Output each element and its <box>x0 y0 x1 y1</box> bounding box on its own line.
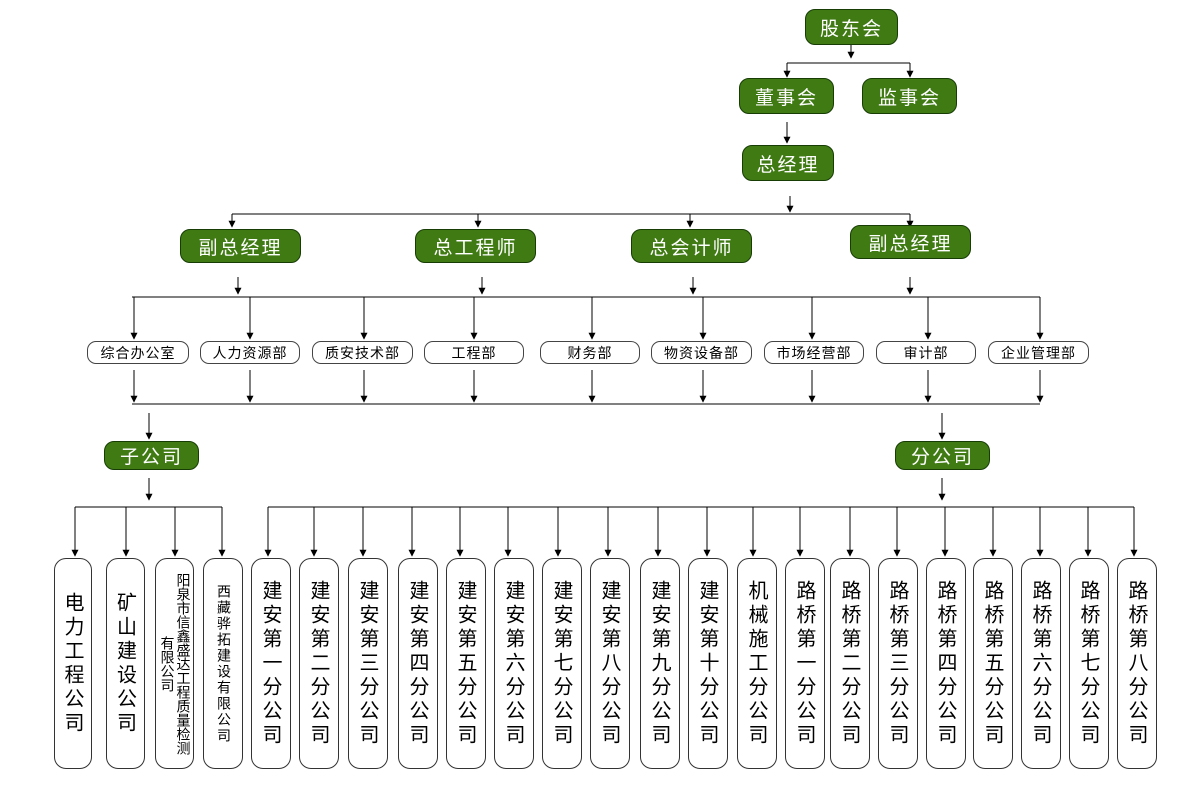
branch-company: 路桥第七分公司 <box>1069 558 1109 769</box>
shareholders-node: 股东会 <box>805 9 898 45</box>
branches-group-node: 分公司 <box>895 441 990 470</box>
branch-company: 路桥第二分公司 <box>830 558 870 769</box>
department-node: 审计部 <box>876 341 976 364</box>
department-node: 财务部 <box>540 341 640 364</box>
branch-company: 建安第四分公司 <box>398 558 438 769</box>
executive-node-deputy-gm-2: 副总经理 <box>850 225 971 259</box>
branch-company: 建安第七分公司 <box>542 558 582 769</box>
department-node: 质安技术部 <box>312 341 413 364</box>
department-node: 工程部 <box>424 341 524 364</box>
branch-company: 建安第一分公司 <box>251 558 291 769</box>
branch-company: 机械施工分公司 <box>737 558 777 769</box>
subsidiary-company: 矿山建设公司 <box>106 558 145 769</box>
subsidiary-company: 电力工程公司 <box>54 558 92 769</box>
branch-company: 建安第十分公司 <box>688 558 728 769</box>
branch-company: 路桥第一分公司 <box>785 558 825 769</box>
general-manager-node: 总经理 <box>742 145 834 181</box>
branch-company: 建安第五分公司 <box>446 558 486 769</box>
board-node: 董事会 <box>739 78 834 114</box>
branch-company: 建安第九分公司 <box>640 558 680 769</box>
branch-company: 路桥第八分公司 <box>1117 558 1157 769</box>
branch-company: 建安第三分公司 <box>348 558 388 769</box>
branch-company: 建安第二分公司 <box>299 558 339 769</box>
subsidiary-company: 阳泉市信鑫盛达工程质量检测有限公司 <box>155 558 194 769</box>
department-node: 人力资源部 <box>200 341 300 364</box>
executive-node-chief-accountant: 总会计师 <box>631 229 752 263</box>
branch-company: 路桥第五分公司 <box>973 558 1013 769</box>
branch-company: 路桥第三分公司 <box>878 558 918 769</box>
subsidiaries-group-node: 子公司 <box>104 441 199 470</box>
branch-company: 路桥第四分公司 <box>926 558 966 769</box>
executive-node-chief-engineer: 总工程师 <box>415 229 536 263</box>
branch-company: 建安第六分公司 <box>494 558 534 769</box>
department-node: 物资设备部 <box>651 341 752 364</box>
branch-company: 路桥第六分公司 <box>1021 558 1061 769</box>
department-node: 市场经营部 <box>764 341 864 364</box>
department-node: 企业管理部 <box>988 341 1089 364</box>
department-node: 综合办公室 <box>87 341 189 364</box>
supervisors-node: 监事会 <box>862 78 957 114</box>
branch-company: 建安第八分公司 <box>590 558 630 769</box>
executive-node-deputy-gm-1: 副总经理 <box>180 229 301 263</box>
subsidiary-company: 西藏骅拓建设有限公司 <box>203 558 243 769</box>
